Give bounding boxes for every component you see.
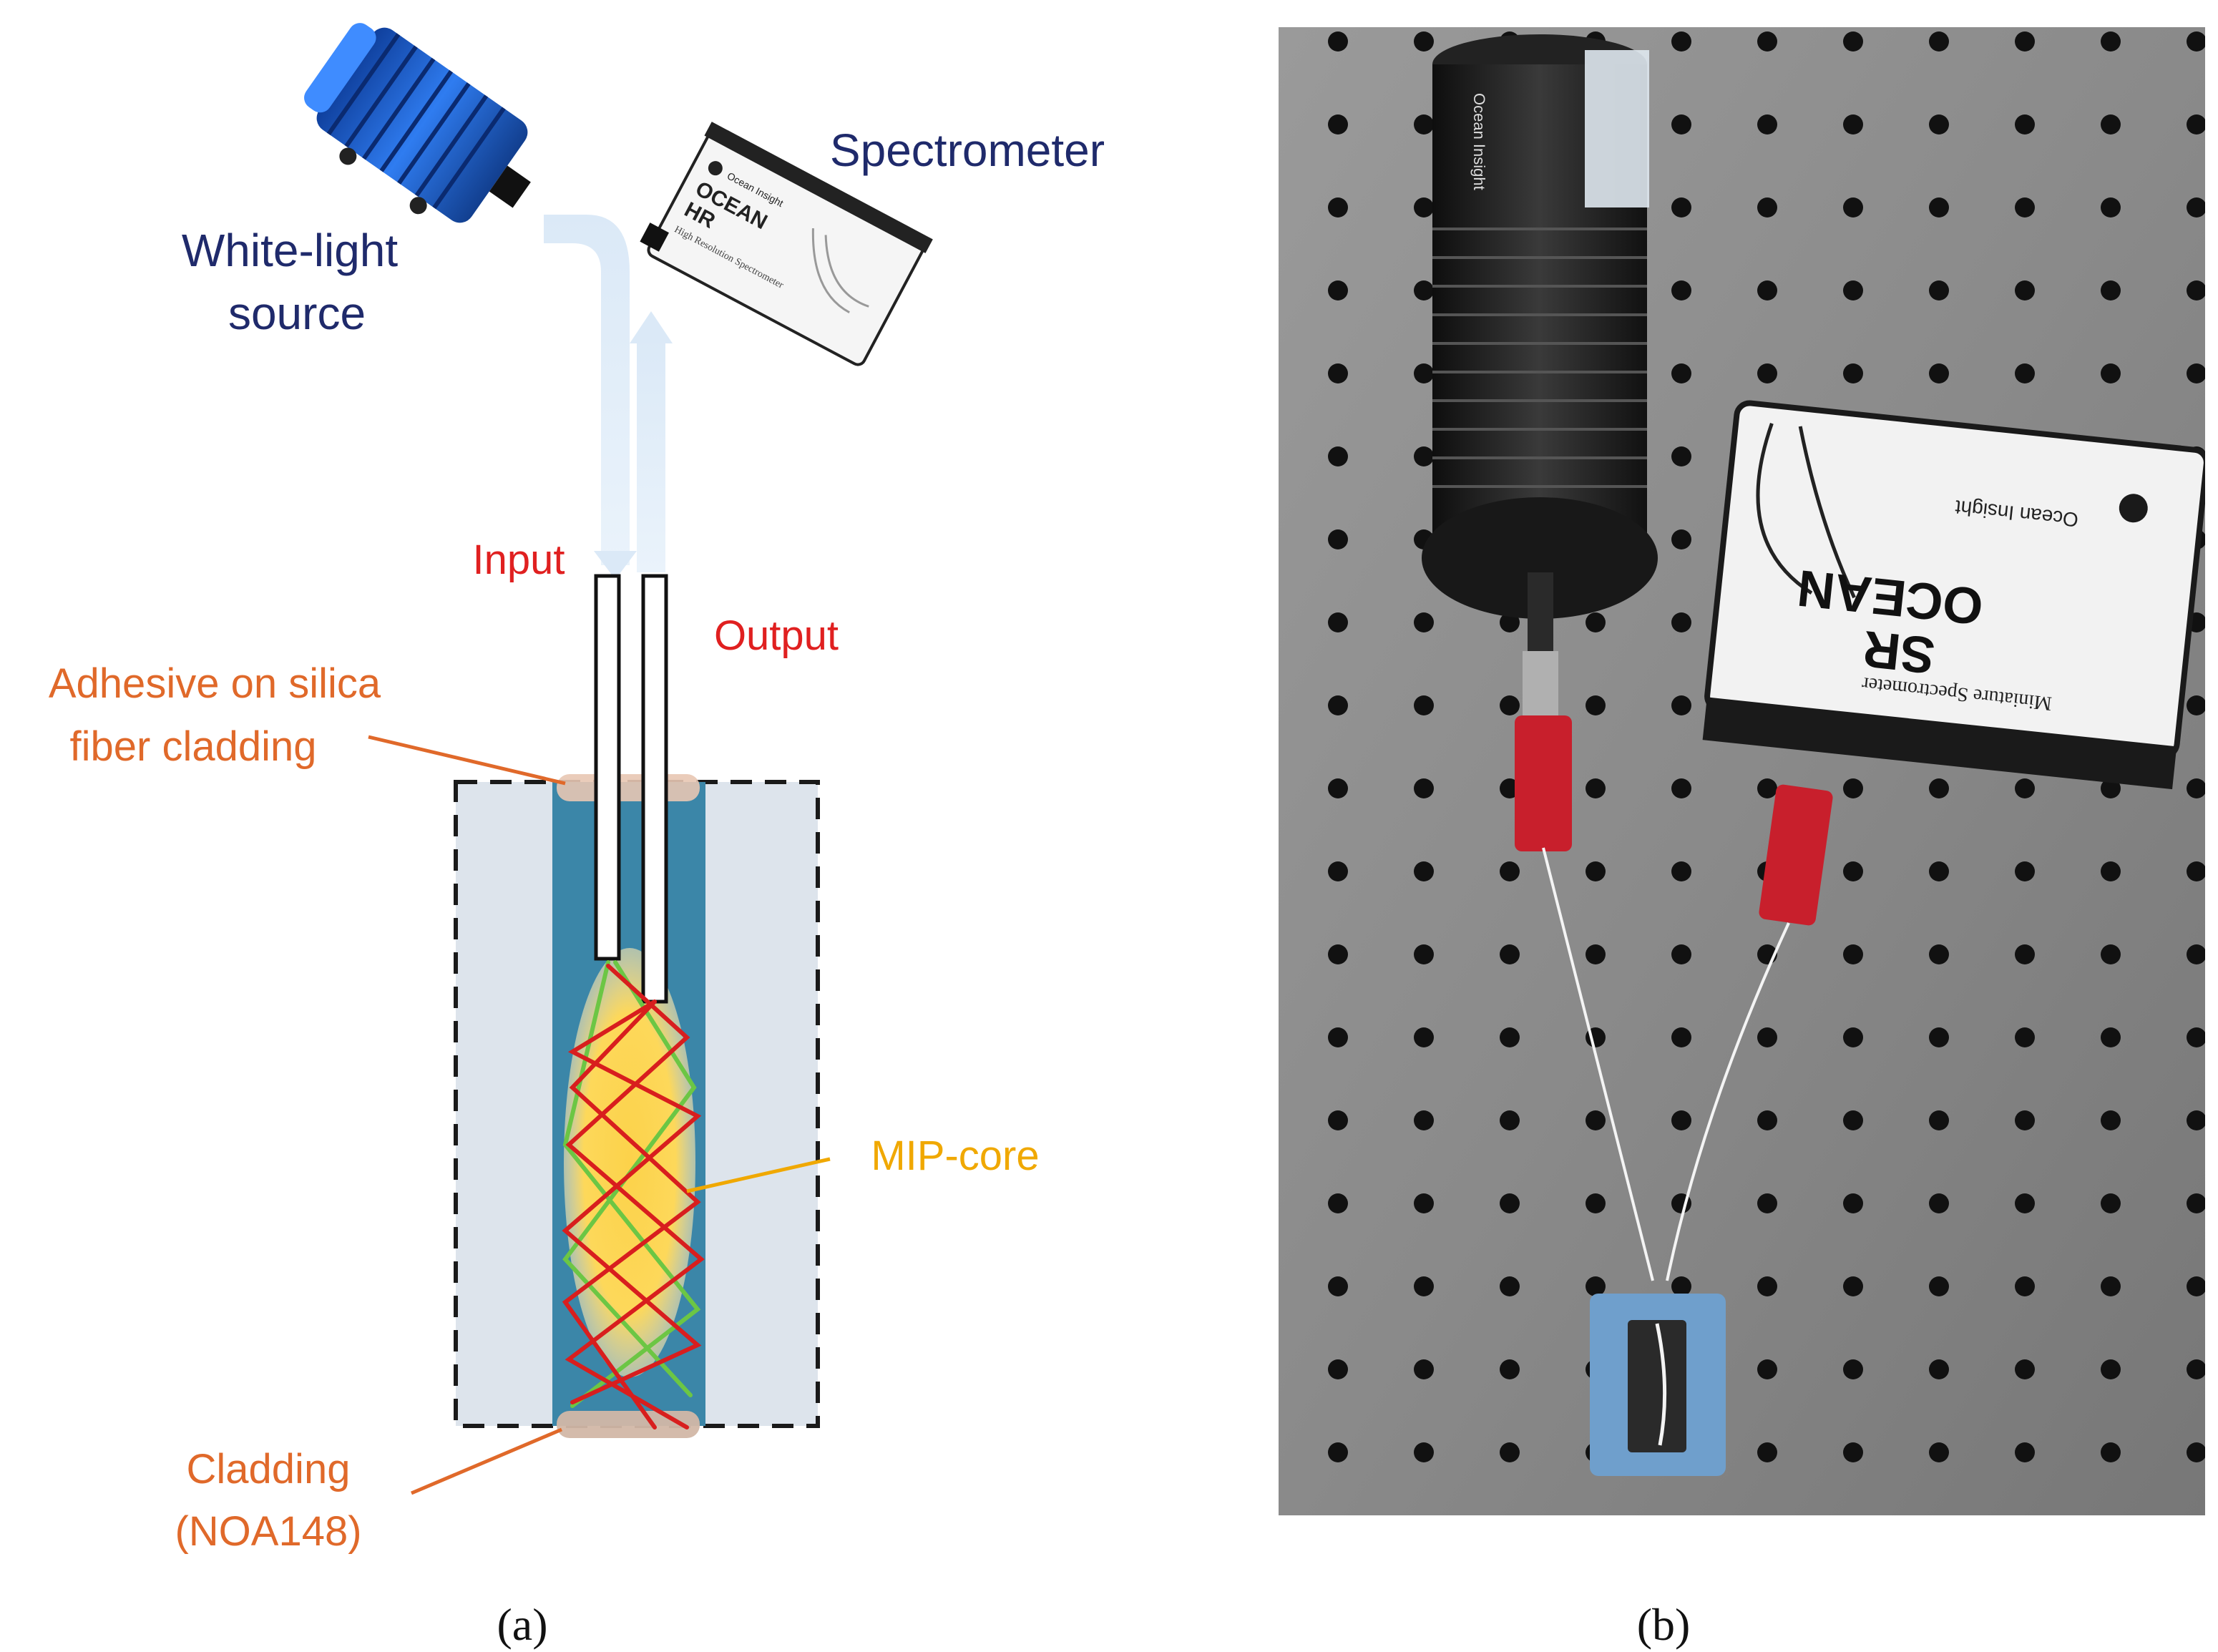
label-white-light-line2: source <box>228 288 366 339</box>
light-source-brand: Ocean Insight <box>1470 93 1488 190</box>
caption-b: (b) <box>1637 1599 1691 1650</box>
fiber-right <box>1666 922 1790 1281</box>
light-beams <box>544 215 673 580</box>
label-output: Output <box>714 612 839 659</box>
label-adhesive-line1: Adhesive on silica <box>49 660 381 707</box>
label-spectrometer: Spectrometer <box>830 124 1105 176</box>
label-cladding-line2: (NOA148) <box>175 1508 361 1555</box>
caption-a: (a) <box>497 1599 547 1650</box>
output-fiber <box>641 574 668 1004</box>
ray-red-3 <box>562 999 701 1429</box>
label-adhesive-line2: fiber cladding <box>70 723 317 770</box>
leader-mip-core <box>686 1157 831 1193</box>
panel-b-photo: Ocean Insight Ocean Insight OCEAN SR Min… <box>1279 27 2205 1650</box>
output-beam <box>637 336 665 572</box>
light-source-photo: Ocean Insight <box>1422 34 1658 723</box>
white-light-source-device <box>304 23 531 223</box>
spectrometer-photo-model-line2: SR <box>1860 620 1938 684</box>
spectrometer-device: Ocean Insight OCEAN HR High Resolution S… <box>640 122 933 366</box>
ray-red-1 <box>562 999 702 1404</box>
input-fiber <box>594 574 621 961</box>
leader-adhesive <box>368 735 566 786</box>
fiber-connector-left <box>1515 715 1572 851</box>
light-rays <box>562 960 705 1429</box>
adhesive-bottom <box>557 1411 700 1438</box>
spectrometer-photo-arc-decoration <box>1756 422 1856 599</box>
mip-core <box>564 948 695 1377</box>
label-white-light-line1: White-light <box>182 225 399 276</box>
spectrometer-logo-icon <box>708 161 723 176</box>
panel-a-schematic: Ocean Insight OCEAN HR High Resolution S… <box>49 23 1105 1650</box>
leader-cladding <box>411 1427 562 1495</box>
input-beam <box>544 215 630 565</box>
adhesive-top <box>557 774 700 801</box>
label-input: Input <box>473 537 565 583</box>
ray-green-1 <box>562 960 701 1408</box>
ray-red-2 <box>565 964 705 1429</box>
optical-fibers <box>594 574 668 1004</box>
fiber-left <box>1542 847 1654 1281</box>
fiber-connector-right <box>1759 784 1833 926</box>
label-cladding-line1: Cladding <box>187 1446 351 1492</box>
label-mip-core: MIP-core <box>871 1133 1039 1179</box>
spectrometer-photo: Ocean Insight OCEAN SR Miniature Spectro… <box>1702 400 2205 790</box>
output-beam-arrowhead <box>630 311 673 343</box>
input-beam-arrowhead <box>594 551 637 580</box>
spectrometer-arc-decoration <box>811 228 869 313</box>
spectrometer-photo-logo-icon <box>2119 494 2148 523</box>
